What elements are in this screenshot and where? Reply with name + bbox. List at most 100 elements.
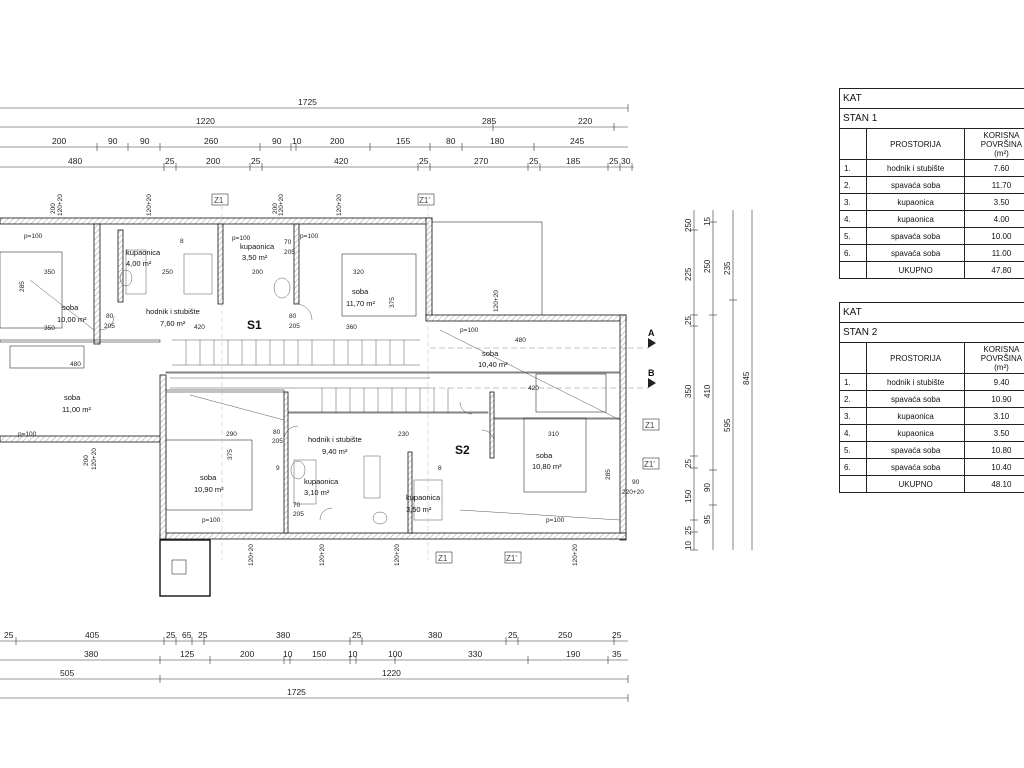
room-name: soba [482,349,499,358]
dim-top: 90 [108,136,118,146]
dim-bottom: 380 [276,630,290,640]
dim-top: 185 [566,156,580,166]
room-area: 9,40 m² [322,447,348,456]
dim-top: 25 [609,156,619,166]
row-area: 10.40 [963,458,1024,476]
sill-dim: 200 [272,203,279,214]
row-area: 7.60 [963,159,1024,177]
table-kat-label: KAT [839,302,1024,323]
dim-top: 10 [292,136,302,146]
dim-right: 225 [684,267,693,281]
sill-dim: 200 [83,455,90,466]
parapet-label: p=100 [18,431,37,438]
inner-dim: 375 [227,449,234,460]
inner-dim: 285 [19,281,26,292]
row-num: 1. [838,159,868,177]
marker-z1-prime: Z1' [506,554,517,563]
dim-bottom: 250 [558,630,572,640]
dim-top: 25 [165,156,175,166]
row-room: spavaća soba [866,390,965,408]
dim-bottom: 190 [566,649,580,659]
dim-top: 1220 [196,116,215,126]
dim-right: 845 [742,371,751,385]
section-markers: A B Z1 Z1' Z1 Z1' Z1 Z1' [211,193,660,564]
inner-dim: 205 [104,323,115,330]
dim-right: 410 [703,384,712,398]
dim-top: 220 [578,116,592,126]
inner-dim: 80 [289,313,297,320]
row-num: 4. [838,424,868,442]
col-area-unit: (m²) [994,148,1009,158]
row-area: 11.00 [963,244,1024,262]
window-dim: 120+20 [57,194,64,216]
dim-top: 90 [140,136,150,146]
row-num: 3. [838,407,868,425]
dim-top: 420 [334,156,348,166]
vertical-number: 8 [180,238,184,245]
dim-top: 260 [204,136,218,146]
vertical-number: 8 [438,465,442,472]
area-table-stan-1: KAT STAN 1 PROSTORIJA KORISNA POVRŠINA(m… [838,88,1024,279]
total-value: 47.80 [963,261,1024,279]
dim-top: 180 [490,136,504,146]
row-room: hodnik i stubište [866,373,965,391]
dim-bottom: 380 [84,649,98,659]
row-room: spavaća soba [866,244,965,262]
vertical-number: 9 [276,465,280,472]
dim-bottom: 405 [85,630,99,640]
row-area: 10.00 [963,227,1024,245]
dim-right: 25 [684,459,693,468]
row-room: spavaća soba [866,176,965,194]
row-area: 4.00 [963,210,1024,228]
dim-top: 30 [621,156,631,166]
room-area: 3,50 m² [242,253,268,262]
dim-top: 25 [251,156,261,166]
bottom-dimension-lines: 25 405 25 65 25 380 25 380 25 250 25 380… [0,630,629,702]
dim-bottom: 200 [240,649,254,659]
section-b-label: B [648,368,655,378]
dim-top: 245 [570,136,584,146]
table-stan-label: STAN 1 [839,108,1024,129]
floor-plan: 1725 1220 285 220 200 90 90 260 90 10 20… [0,97,753,702]
room-name: kupaonica [406,493,441,502]
inner-dim: 420 [194,324,205,331]
row-room: kupaonica [866,210,965,228]
window-dim: 120+20 [91,448,98,470]
inner-dim: 205 [293,511,304,518]
row-area: 3.10 [963,407,1024,425]
dim-right: 25 [684,526,693,535]
room-name: kupaonica [304,477,339,486]
col-room-header: PROSTORIJA [866,342,965,374]
row-area: 3.50 [963,193,1024,211]
row-num: 2. [838,176,868,194]
dim-bottom: 10 [348,649,358,659]
inner-dimensions: 350 350 285 480 250 200 320 375 420 360 … [18,194,644,566]
dim-bottom: 380 [428,630,442,640]
dim-right: 15 [703,217,712,226]
window-dim: 120+20 [336,194,343,216]
area-table-stan-2: KAT STAN 2 PROSTORIJA KORISNA POVRŠINA(m… [838,302,1024,493]
room-name: hodnik i stubište [146,307,200,316]
parapet-label: p=100 [232,235,251,242]
room-name: soba [352,287,369,296]
dim-bottom: 1220 [382,668,401,678]
parapet-label: p=100 [24,233,43,240]
dim-right: 90 [703,483,712,492]
dim-top: 25 [529,156,539,166]
room-area: 10,40 m² [478,360,508,369]
inner-dim: 360 [346,324,357,331]
inner-dim: 230 [398,431,409,438]
row-num: 6. [838,244,868,262]
inner-dim: 375 [389,297,396,308]
row-room: spavaća soba [866,227,965,245]
row-area: 10.90 [963,390,1024,408]
inner-dim: 480 [70,361,81,368]
inner-dim: 200 [252,269,263,276]
dim-bottom: 125 [180,649,194,659]
